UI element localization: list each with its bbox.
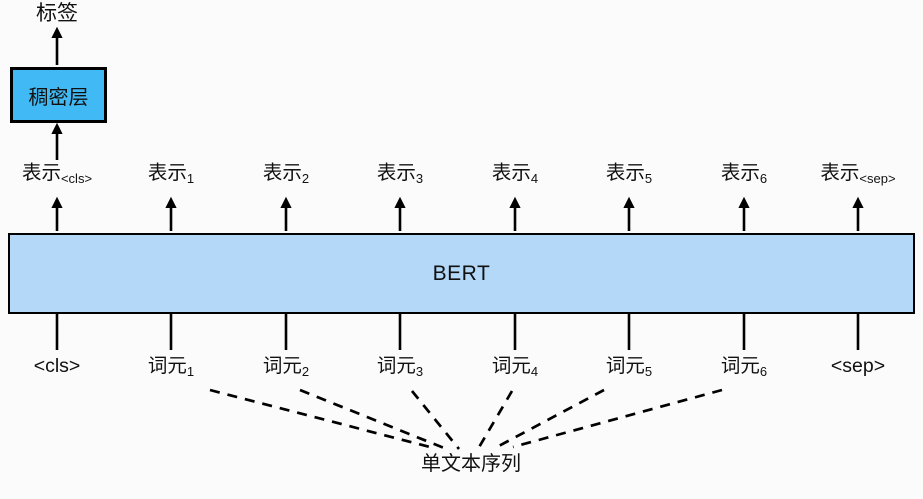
dashed-line	[209, 388, 431, 449]
representation-base: 表示	[376, 162, 416, 184]
output-label: 标签	[36, 2, 78, 25]
representation-sub: 2	[301, 171, 310, 186]
bert-input-lines	[55, 314, 860, 350]
representation-sub: <sep>	[859, 171, 896, 186]
token-sub: 5	[644, 364, 653, 379]
representation-label-cls: 表示<cls>	[22, 162, 92, 187]
token-sequence-dashed-lines	[209, 388, 723, 450]
dashed-line	[410, 390, 461, 450]
representation-label-sep: 表示<sep>	[820, 162, 895, 187]
token-base: 词元	[720, 355, 760, 377]
representation-label-3: 表示3	[377, 162, 423, 187]
representation-base: 表示	[21, 162, 61, 184]
token-label-cls: <cls>	[34, 355, 81, 380]
token-sub: 2	[301, 364, 310, 379]
token-base: 词元	[605, 355, 645, 377]
token-label-1: 词元1	[148, 355, 194, 380]
token-label-sep: <sep>	[831, 355, 885, 380]
token-base: 词元	[262, 355, 302, 377]
dense-layer-label: 稠密层	[28, 86, 89, 109]
representation-label-6: 表示6	[721, 162, 767, 187]
bert-box: BERT	[8, 233, 915, 314]
token-sub: 3	[415, 364, 424, 379]
token-sub: 6	[759, 364, 768, 379]
dashed-line	[512, 388, 723, 449]
representation-sub: 1	[186, 171, 195, 186]
dashed-line	[299, 388, 445, 450]
representation-base: 表示	[720, 162, 760, 184]
token-base: <sep>	[830, 355, 886, 377]
representation-base: 表示	[262, 162, 302, 184]
dashed-line	[476, 390, 514, 450]
representation-base: 表示	[491, 162, 531, 184]
token-label-3: 词元3	[377, 355, 423, 380]
dashed-line	[494, 388, 605, 450]
representation-sub: 6	[759, 171, 768, 186]
representation-sub: 5	[644, 171, 653, 186]
token-label-4: 词元4	[492, 355, 538, 380]
token-sub: 4	[530, 364, 539, 379]
token-label-6: 词元6	[721, 355, 767, 380]
dense-layer-box: 稠密层	[10, 67, 107, 123]
representation-label-4: 表示4	[492, 162, 538, 187]
bert-label: BERT	[432, 261, 491, 285]
representation-base: 表示	[605, 162, 645, 184]
token-base: 词元	[376, 355, 416, 377]
bert-output-arrows	[51, 196, 864, 231]
sequence-label: 单文本序列	[421, 453, 521, 475]
representation-label-5: 表示5	[606, 162, 652, 187]
token-label-5: 词元5	[606, 355, 652, 380]
representation-base: 表示	[147, 162, 187, 184]
representation-sub: 4	[530, 171, 539, 186]
token-base: 词元	[491, 355, 531, 377]
token-base: 词元	[147, 355, 187, 377]
representation-label-1: 表示1	[148, 162, 194, 187]
representation-sub: <cls>	[60, 171, 93, 186]
representation-sub: 3	[415, 171, 424, 186]
representation-label-2: 表示2	[263, 162, 309, 187]
token-base: <cls>	[33, 355, 81, 377]
token-sub: 1	[186, 364, 195, 379]
token-label-2: 词元2	[263, 355, 309, 380]
representation-base: 表示	[820, 162, 860, 184]
